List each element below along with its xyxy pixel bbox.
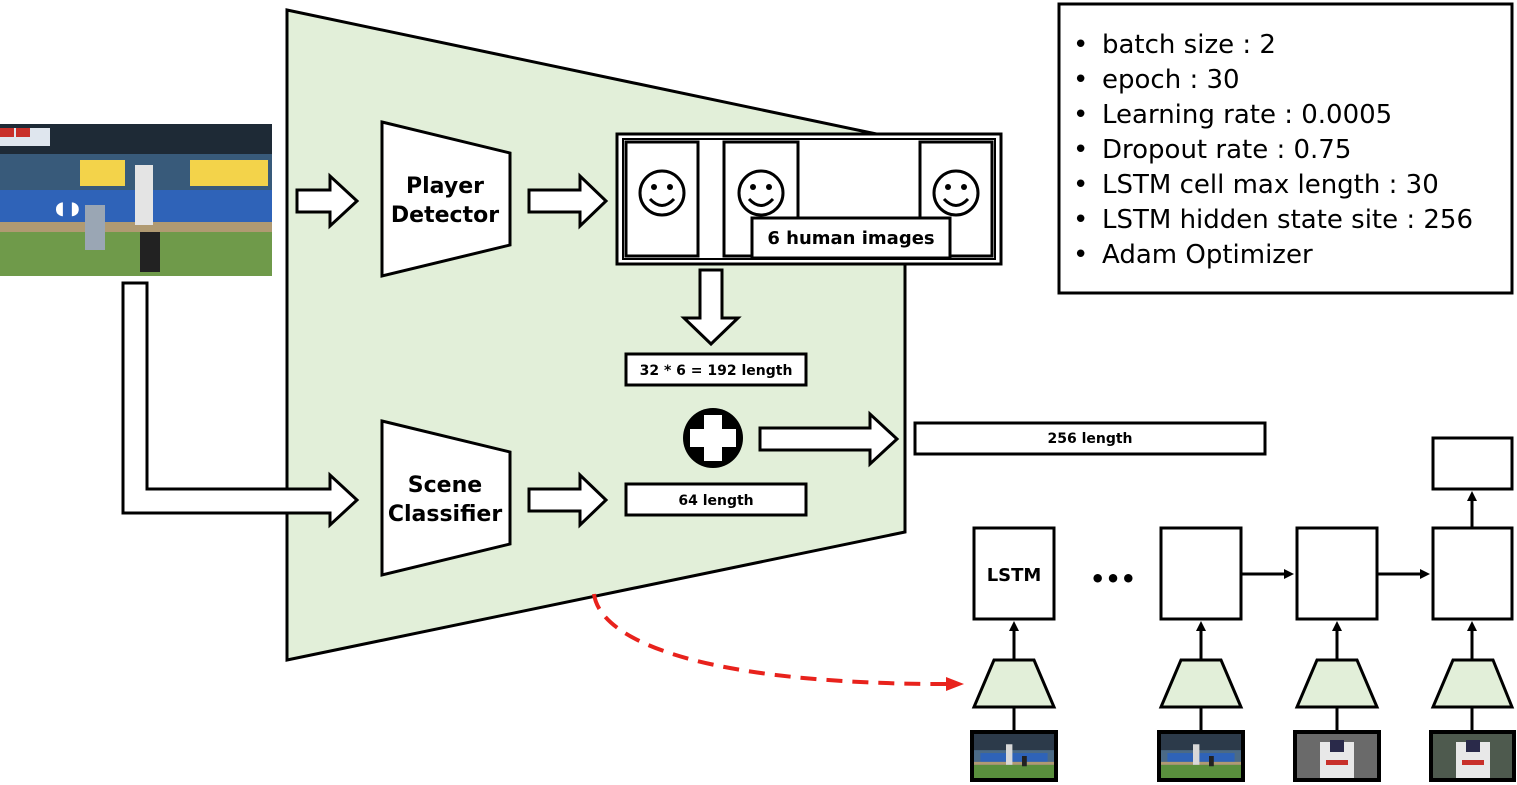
hyperparameter-bullet: • [1073, 65, 1088, 95]
scene-feature-box [624, 482, 808, 517]
player-detector-label-1: Player [406, 174, 484, 199]
player-detector-module [380, 120, 512, 278]
player-detector-label-2: Detector [391, 203, 499, 228]
mini-feature-extractor [1430, 658, 1515, 709]
scene-classifier-module [380, 419, 512, 577]
hyperparameter-bullet: • [1073, 170, 1088, 200]
hyperparameter-bullet: • [1073, 135, 1088, 165]
hyperparameter-bullet: • [1073, 100, 1088, 130]
arrow-to-concat-feature [758, 410, 900, 468]
baseball-frame-icon [1429, 730, 1516, 782]
hyperparameter-bullet: • [1073, 30, 1088, 60]
arrow-to-player-detector [295, 172, 360, 230]
hyperparameter-item: Learning rate : 0.0005 [1102, 100, 1392, 130]
lstm-cell [1159, 526, 1243, 621]
feature-extractor-region [285, 8, 907, 662]
ellipsis-icon: ••• [1090, 565, 1136, 593]
mini-feature-extractor [971, 658, 1057, 709]
human-images-label: 6 human images [767, 228, 934, 249]
arrow-down-to-player-feature [680, 268, 742, 347]
mini-feature-extractor [1158, 658, 1244, 709]
smiley-face-icon [932, 169, 980, 217]
mini-feature-extractor [1294, 658, 1380, 709]
hyperparameter-bullet: • [1073, 205, 1088, 235]
hyperparameter-bullet: • [1073, 240, 1088, 270]
scene-classifier-label-2: Classifier [388, 502, 502, 527]
output-box [1431, 436, 1514, 491]
hyperparameter-item: Adam Optimizer [1102, 240, 1313, 270]
lstm-cell [1431, 526, 1514, 621]
hyperparameter-item: epoch : 30 [1102, 65, 1240, 95]
baseball-frame-icon [1157, 730, 1245, 782]
player-feature-label: 32 * 6 = 192 length [640, 363, 793, 379]
player-feature-box [624, 352, 808, 387]
scene-classifier-label-1: Scene [408, 473, 482, 498]
ad-board-text: ◖ ◗ [55, 198, 80, 219]
hyperparameter-item: LSTM hidden state site : 256 [1102, 205, 1473, 235]
input-video-frame: ◖ ◗ [0, 124, 272, 276]
lstm-cell-label: LSTM [987, 565, 1042, 586]
baseball-frame-icon [1293, 730, 1381, 782]
human-images-group: 6 human images [615, 132, 1003, 266]
circled-plus-icon [683, 408, 743, 468]
hyperparameters-box [1057, 2, 1514, 295]
hyperparameter-item: Dropout rate : 0.75 [1102, 135, 1351, 165]
concat-feature-box [913, 421, 1267, 456]
smiley-face-icon [638, 169, 686, 217]
hyperparameter-item: batch size : 2 [1102, 30, 1276, 60]
baseball-frame-icon [970, 730, 1058, 782]
arrow-to-scene-feature [527, 471, 609, 529]
hyperparameters-list: • batch size : 2 • epoch : 30 • Learning… [1073, 30, 1473, 270]
arrow-to-human-images [527, 172, 609, 230]
hyperparameter-item: LSTM cell max length : 30 [1102, 170, 1439, 200]
arrow-to-scene-classifier [121, 281, 360, 529]
lstm-cell [1295, 526, 1379, 621]
scene-feature-label: 64 length [678, 493, 753, 509]
lstm-cell [972, 526, 1056, 621]
concat-feature-label: 256 length [1047, 431, 1132, 447]
dashed-reuse-arrow [592, 593, 964, 692]
smiley-face-icon [737, 169, 785, 217]
